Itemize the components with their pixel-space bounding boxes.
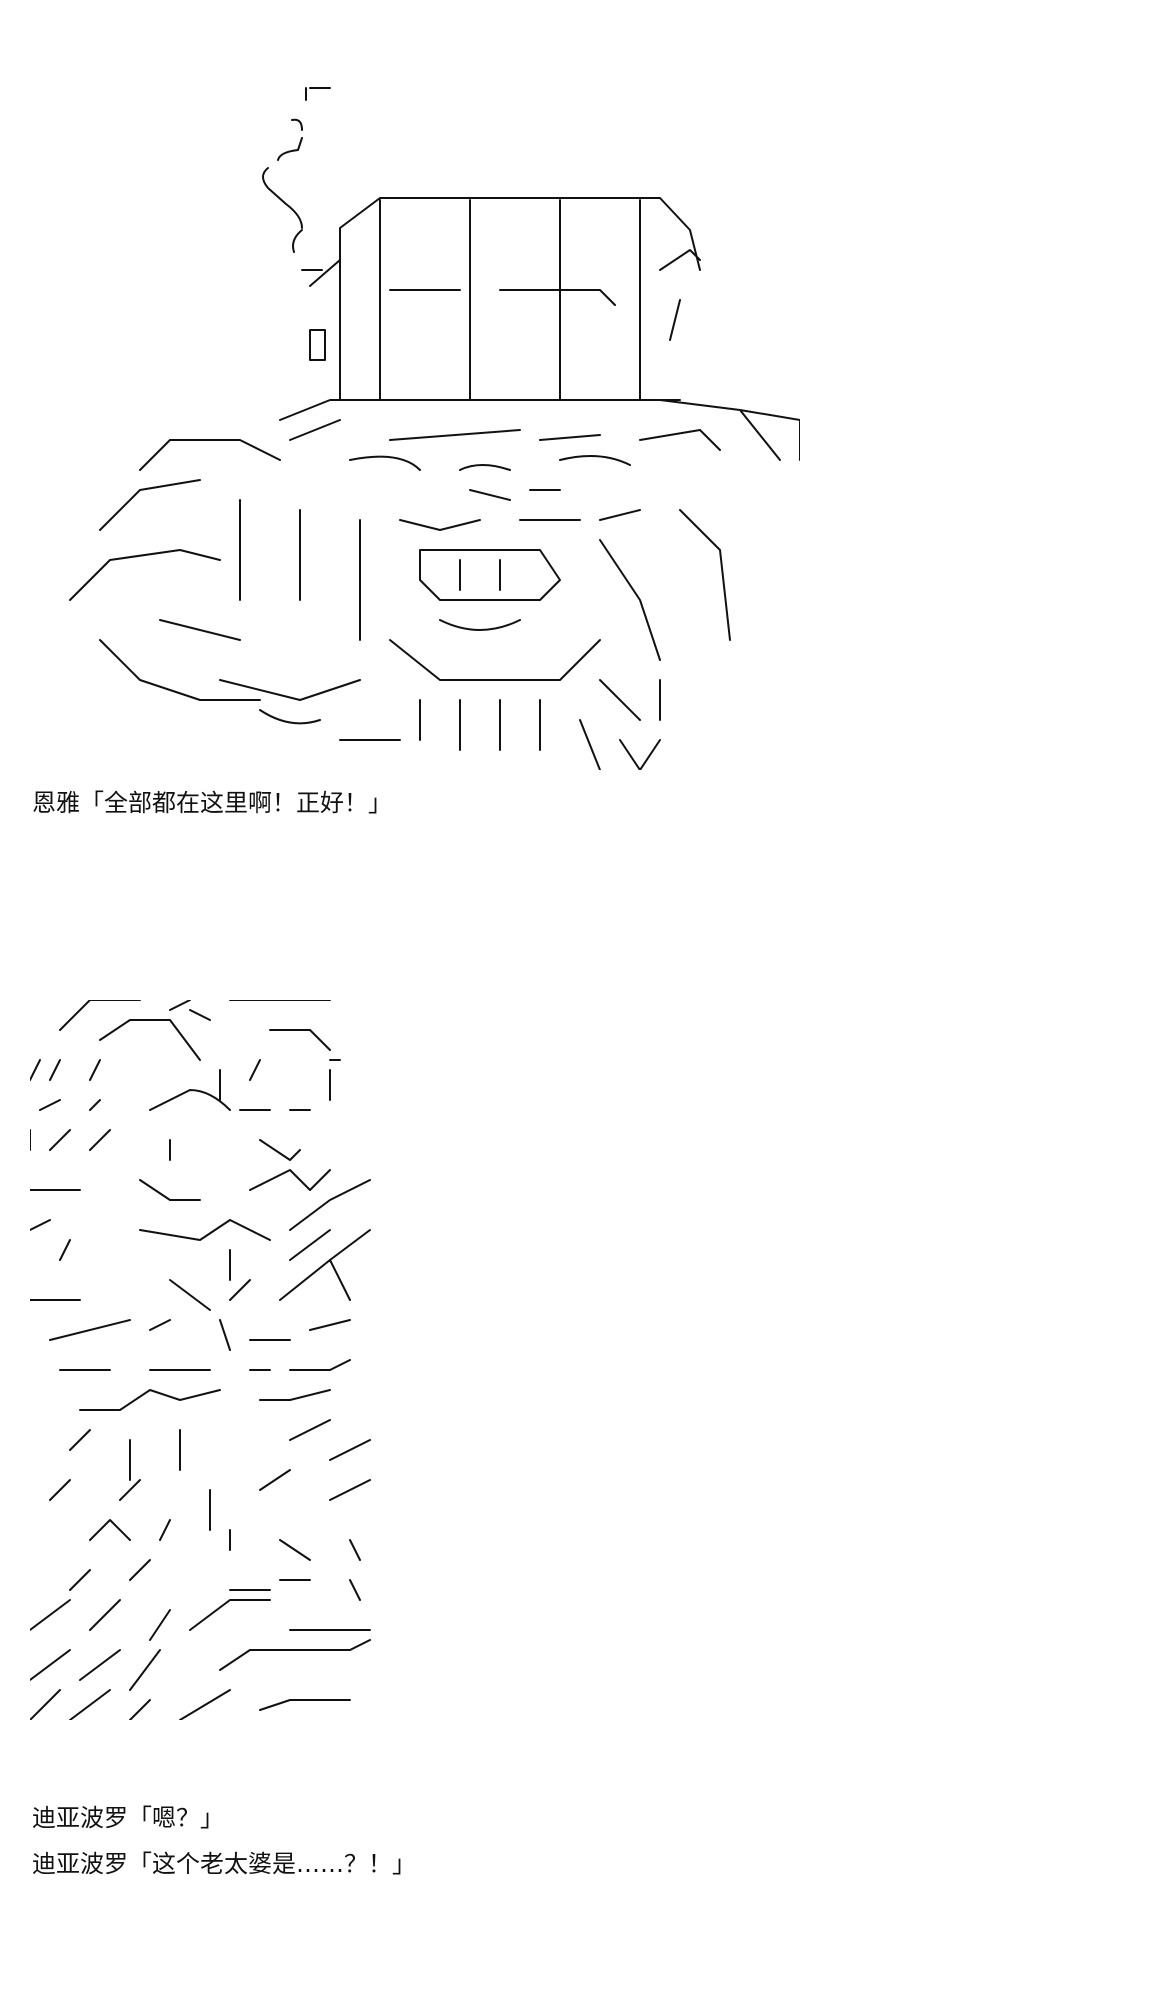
dialogue-line-diavolo-1: 迪亚波罗「嗯？」	[32, 1804, 224, 1832]
dialogue-line-enya: 恩雅「全部都在这里啊！正好！」	[32, 789, 392, 817]
ascii-art-figure-bottom	[30, 1000, 371, 1720]
ascii-art-figure-top	[69, 87, 800, 770]
dialogue-line-diavolo-2: 迪亚波罗「这个老太婆是……？！」	[32, 1850, 416, 1878]
